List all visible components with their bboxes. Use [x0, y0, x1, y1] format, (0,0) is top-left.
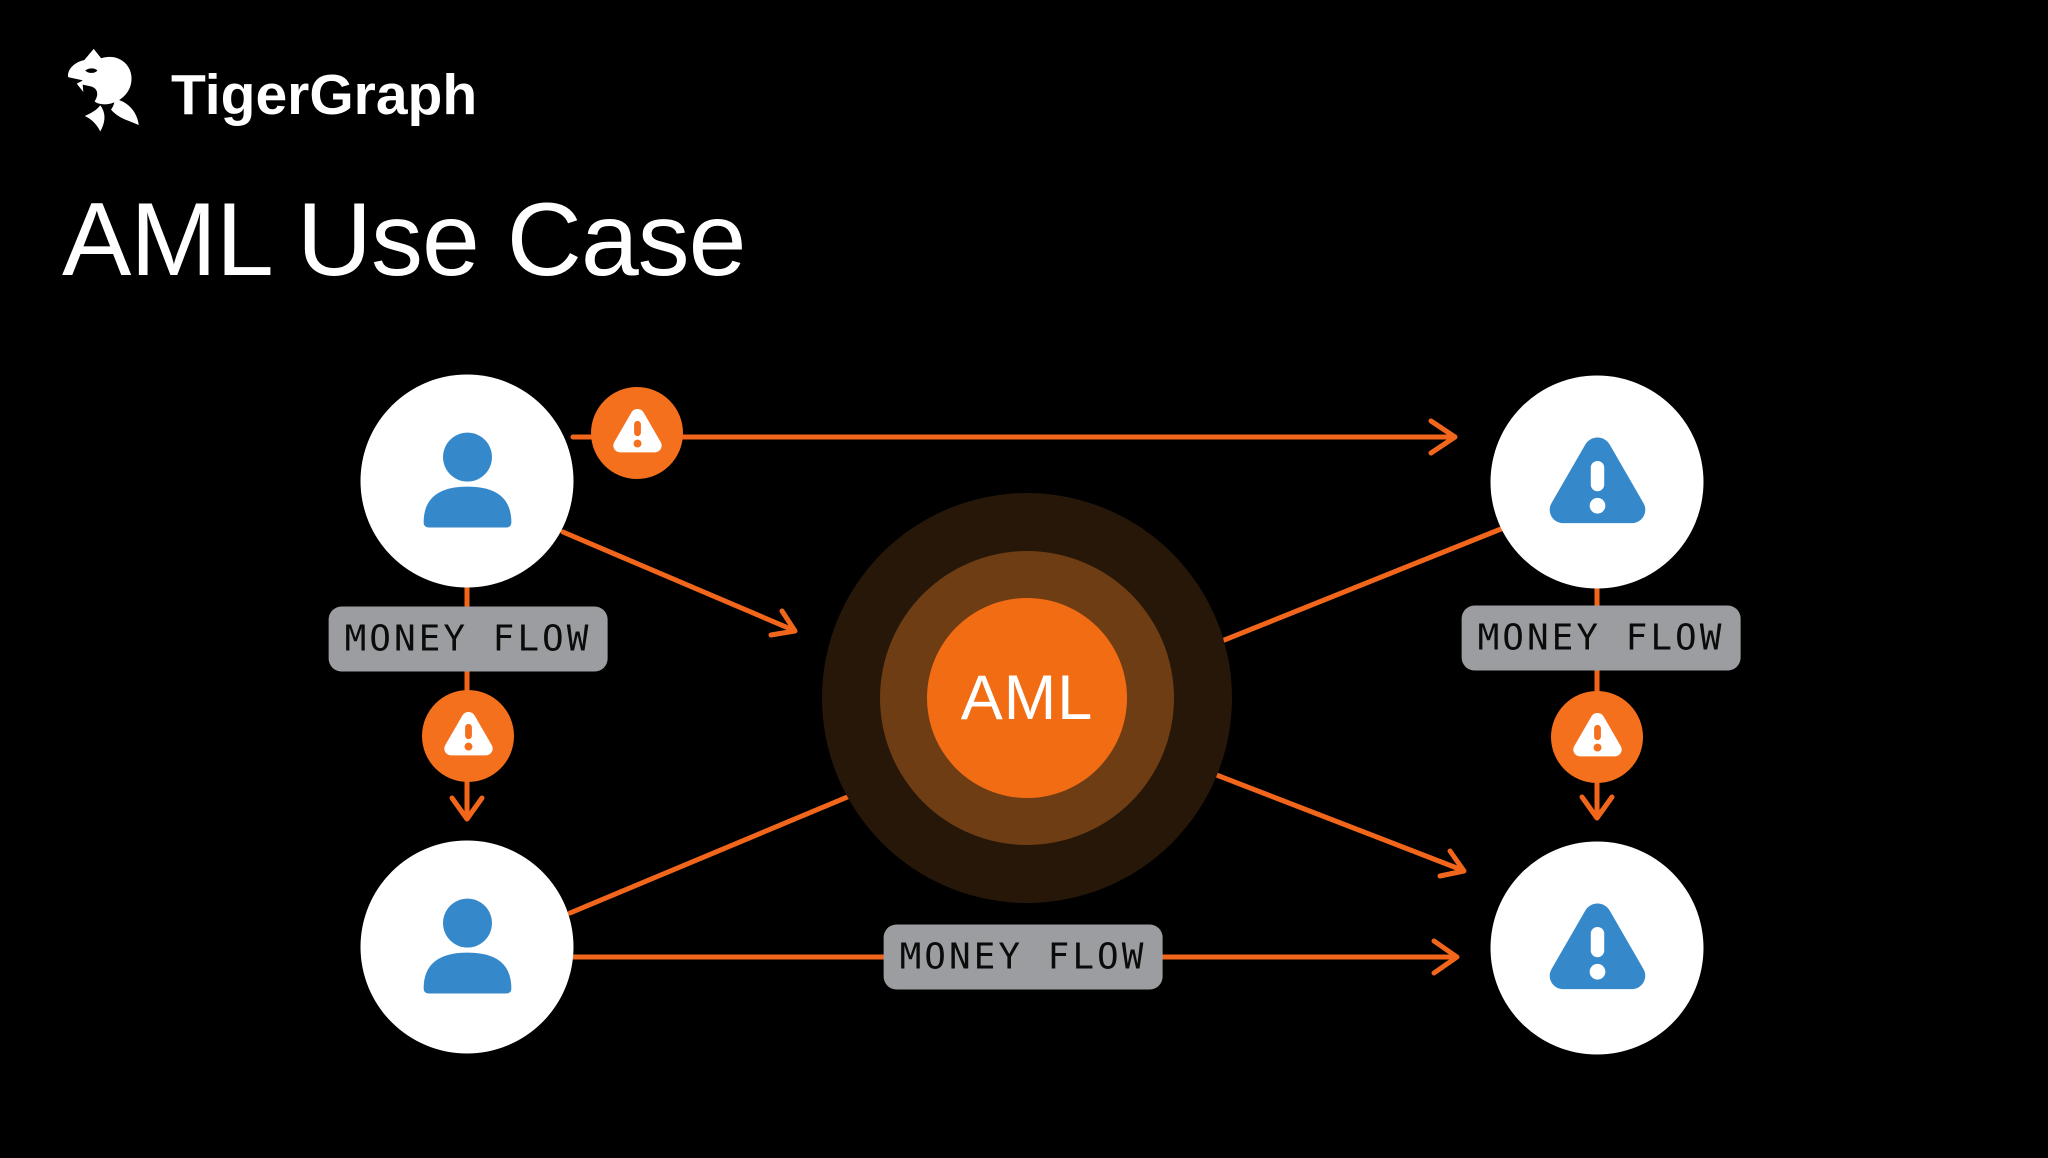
brand-name: TigerGraph: [171, 63, 478, 127]
warning-badge-right-edge: [1551, 691, 1643, 783]
person-icon: [416, 428, 518, 535]
edge-topleft-to-center: [560, 529, 796, 633]
edge-center-to-topright: [1169, 526, 1504, 664]
node-alert-bottom-right: [1490, 841, 1704, 1055]
alert-triangle-icon: [1541, 429, 1653, 535]
money-flow-label-right: MONEY FLOW: [1461, 605, 1741, 671]
aml-center-label: AML: [960, 663, 1094, 733]
person-icon: [416, 894, 518, 1001]
aml-center-node: AML: [927, 598, 1127, 798]
node-alert-top-right: [1490, 375, 1704, 589]
money-flow-label-bottom: MONEY FLOW: [883, 924, 1163, 990]
brand-header: TigerGraph: [57, 46, 477, 140]
tiger-icon: [57, 46, 151, 140]
node-person-top-left: [360, 374, 574, 588]
warning-triangle-icon: [440, 708, 497, 764]
arrowhead-right-vertical: [1579, 794, 1615, 821]
arrowhead-center-to-bottomright: [1437, 848, 1467, 879]
warning-triangle-icon: [609, 405, 666, 461]
arrowhead-top-horizontal: [1428, 418, 1458, 456]
edge-bottomleft-to-center: [567, 772, 903, 916]
money-flow-label-left: MONEY FLOW: [328, 606, 608, 672]
warning-triangle-icon: [1569, 709, 1626, 765]
warning-badge-top-edge: [591, 387, 683, 479]
page-title: AML Use Case: [62, 182, 746, 298]
arrowhead-topleft-to-center: [768, 608, 798, 638]
node-person-bottom-left: [360, 840, 574, 1054]
alert-triangle-icon: [1541, 895, 1653, 1001]
edge-center-to-bottomright: [1167, 754, 1465, 873]
arrowhead-left-vertical: [449, 795, 485, 822]
warning-badge-left-edge: [422, 690, 514, 782]
arrowhead-bottom-horizontal: [1431, 938, 1460, 976]
